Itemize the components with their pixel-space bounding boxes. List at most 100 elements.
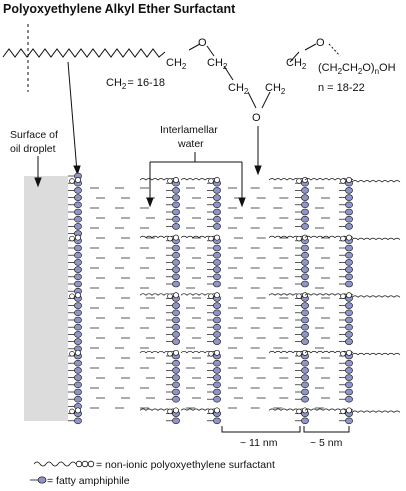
amphiphile-head [74, 367, 82, 374]
amphiphile-head [74, 338, 82, 345]
amphiphile-head [301, 381, 309, 389]
surfactant-head [173, 349, 179, 356]
bond-dashed [328, 43, 341, 57]
amphiphile-head [74, 266, 82, 273]
amphiphile-head [74, 331, 82, 338]
legend-symbol-fatty-amphiphile [30, 476, 47, 484]
surfactant-chain [351, 410, 401, 413]
surface-arrow [34, 156, 42, 188]
amphiphile-head [213, 367, 221, 374]
surfactant-head [214, 292, 220, 299]
amphiphile-head [172, 266, 180, 273]
amphiphile-head [345, 388, 353, 396]
surfactant-head [173, 177, 179, 183]
bond [188, 43, 201, 51]
amphiphile-head [213, 395, 221, 403]
surfactant-head [296, 408, 302, 415]
surfactant-head [346, 407, 352, 414]
surfactant-head [208, 351, 214, 357]
amphiphile-head [301, 208, 309, 216]
water-bracket [146, 152, 246, 208]
amphiphile-head [172, 359, 180, 367]
amphiphile-head [301, 338, 309, 345]
amphiphile-head [345, 215, 353, 223]
legend: = non-ionic polyoxyethylene surfactant =… [30, 459, 275, 487]
amphiphile-head [74, 316, 82, 324]
amphiphile-head [172, 280, 180, 288]
amphiphile-head [213, 208, 221, 216]
surfactant-head [75, 234, 81, 241]
amphiphile-head [213, 201, 221, 209]
surfactant-head [296, 235, 302, 242]
amphiphile-head [345, 417, 353, 425]
amphiphile-head [172, 316, 180, 324]
amphiphile-head [345, 223, 353, 230]
amphiphile-head [301, 215, 309, 223]
bond [247, 91, 257, 109]
legend-text-fatty-amphiphile: = fatty amphiphile [47, 475, 130, 487]
surfactant-chain [351, 352, 401, 356]
alkyl-chain [2, 48, 166, 58]
amphiphile-head [345, 395, 353, 403]
amphiphile-head [345, 201, 353, 209]
amphiphile-head [172, 367, 180, 374]
amphiphile-head [213, 194, 221, 201]
amphiphile-head [301, 266, 309, 273]
surfactant-chain [304, 293, 354, 296]
surfactant-head [340, 178, 346, 184]
amphiphile-head [345, 323, 353, 331]
surfactant-head [208, 178, 214, 184]
amphiphile-head [345, 187, 353, 194]
amphiphile-head [74, 417, 82, 425]
amphiphile-head [74, 244, 82, 252]
amphiphile-head [213, 280, 221, 288]
amphiphile-head [172, 187, 180, 194]
surfactant-head [75, 292, 81, 299]
repeat-unit-label: (CH2CH2O)nOH [318, 62, 396, 76]
amphiphile-head [74, 251, 82, 259]
amphiphile-head [172, 251, 180, 259]
amphiphile-head [301, 309, 309, 317]
n-range-label: n = 18-22 [318, 82, 365, 94]
surfactant-head [214, 234, 220, 241]
amphiphile-head [345, 244, 353, 252]
amphiphile-head [213, 323, 221, 331]
surfactant-chain [304, 235, 354, 239]
amphiphile-head [74, 259, 82, 266]
amphiphile-head [301, 187, 309, 194]
surfactant-molecule [2, 24, 341, 109]
surfactant-head [75, 407, 81, 414]
amphiphile-head [213, 316, 221, 324]
surfactant-chain [351, 295, 401, 298]
amphiphile-head [74, 187, 82, 194]
amphiphile-head [213, 338, 221, 345]
pointer-arrows [67, 61, 262, 176]
amphiphile-head [213, 266, 221, 273]
ch2-label-3: CH2 [228, 82, 249, 96]
amphiphile-head [345, 280, 353, 288]
amphiphile-head [172, 381, 180, 389]
amphiphile-head [345, 381, 353, 389]
surface-label-line2: oil droplet [10, 143, 56, 155]
ch2-label-5: CH2 [286, 57, 307, 71]
ch2-count-label: CH2= 16-18 [106, 77, 165, 91]
surfactant-head [69, 235, 75, 242]
dimension-bracket-11nm [221, 426, 301, 433]
amphiphile-head [301, 331, 309, 338]
surfactant-head [69, 293, 75, 299]
water-label-line1: Interlamellar [160, 124, 218, 136]
dimension-label-5nm: ~ 5 nm [310, 437, 343, 449]
bond [206, 45, 215, 57]
surfactant-head [167, 235, 173, 242]
amphiphile-head [172, 374, 180, 381]
amphiphile-head [213, 417, 221, 425]
amphiphile-head [213, 359, 221, 367]
head-pointer-arrowhead [254, 165, 262, 176]
surfactant-head [75, 349, 81, 356]
amphiphile-head [74, 323, 82, 331]
amphiphile-head [74, 215, 82, 223]
amphiphile-head [301, 194, 309, 201]
amphiphile-head [213, 215, 221, 223]
amphiphile-head [172, 259, 180, 266]
surfactant-head [167, 178, 173, 184]
